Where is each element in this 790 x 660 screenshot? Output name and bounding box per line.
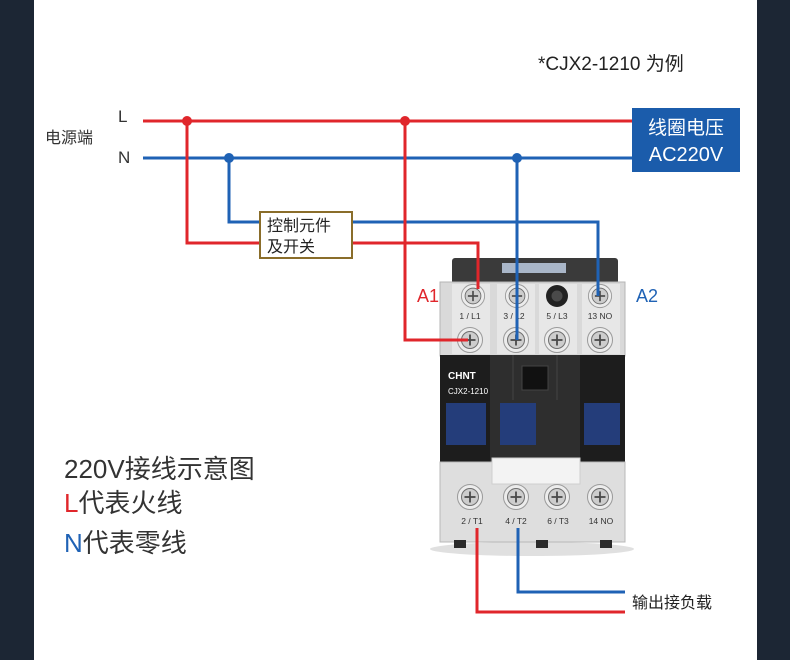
terminal-label-l3: 5 / L3: [546, 311, 568, 321]
neutral-junction-dot: [512, 153, 522, 163]
neutral-wire-output-t2: [516, 528, 625, 594]
control-element-box: [259, 211, 353, 259]
contactor-window-right: [584, 403, 620, 445]
live-wire-to-a1: [185, 121, 480, 289]
legend-title: 220V接线示意图: [64, 454, 255, 484]
coil-voltage-box: [632, 108, 740, 172]
coil-voltage-value: AC220V: [649, 144, 724, 166]
control-switch-label: 及开关: [267, 238, 315, 256]
a2-label: A2: [636, 286, 658, 306]
a1-label: A1: [417, 286, 439, 306]
14no-terminal-screw: [586, 483, 614, 511]
l3-terminal-screw: [543, 326, 571, 354]
contactor-foot: [454, 540, 466, 548]
model-note: *CJX2-1210 为例: [538, 53, 684, 75]
terminal-label-l1: 1 / L1: [459, 311, 481, 321]
live-junction-dot: [400, 116, 410, 126]
legend-live: L代表火线: [64, 488, 182, 518]
neutral-junction-dot: [224, 153, 234, 163]
contactor-indicator-window: [521, 365, 549, 391]
right-frame: [757, 0, 790, 660]
contactor-window-left: [446, 403, 486, 445]
contactor: 1 / L1 3 / L2 5 / L3 13 NO CHNT CJX2-121…: [430, 258, 634, 556]
contactor-model: CJX2-1210: [448, 387, 489, 396]
t2-terminal-screw: [502, 483, 530, 511]
terminal-label-14no: 14 NO: [589, 516, 614, 526]
test-button-center: [551, 290, 563, 302]
live-wire-output-t1: [475, 528, 625, 614]
contactor-shadow: [430, 542, 634, 556]
live-wire-to-l1: [403, 121, 468, 342]
terminal-label-t2: 4 / T2: [505, 516, 527, 526]
13no-terminal-screw: [586, 326, 614, 354]
terminal-label-t1: 2 / T1: [461, 516, 483, 526]
legend-live-letter: L: [64, 488, 78, 518]
terminal-label-13no: 13 NO: [588, 311, 613, 321]
terminal-label-t3: 6 / T3: [547, 516, 569, 526]
contactor-foot: [600, 540, 612, 548]
legend-neutral-letter: N: [64, 528, 83, 558]
neutral-wire-to-a2: [227, 158, 600, 296]
a2-coil-terminal-screw: [587, 283, 613, 309]
t3-terminal-screw: [543, 483, 571, 511]
neutral-line-label: N: [118, 148, 130, 167]
legend-neutral-text: 代表零线: [83, 528, 187, 558]
control-element-label: 控制元件: [267, 217, 331, 235]
legend-neutral: N代表零线: [64, 528, 187, 558]
terminal-label-l2: 3 / L2: [503, 311, 525, 321]
a1-coil-terminal-screw: [460, 283, 486, 309]
output-load-label: 输出接负载: [632, 594, 712, 612]
contactor-window-center: [500, 403, 536, 445]
t1-terminal-screw: [456, 483, 484, 511]
live-line-label: L: [118, 107, 127, 126]
contactor-foot: [536, 540, 548, 548]
contactor-brand: CHNT: [448, 371, 476, 382]
contactor-top-label-strip: [502, 263, 566, 273]
live-junction-dot: [182, 116, 192, 126]
left-frame: [0, 0, 34, 660]
power-source-label: 电源端: [45, 129, 93, 147]
legend-live-text: 代表火线: [78, 488, 182, 518]
coil-voltage-label: 线圈电压: [648, 117, 724, 139]
contactor-lower-raised-block: [491, 457, 581, 485]
